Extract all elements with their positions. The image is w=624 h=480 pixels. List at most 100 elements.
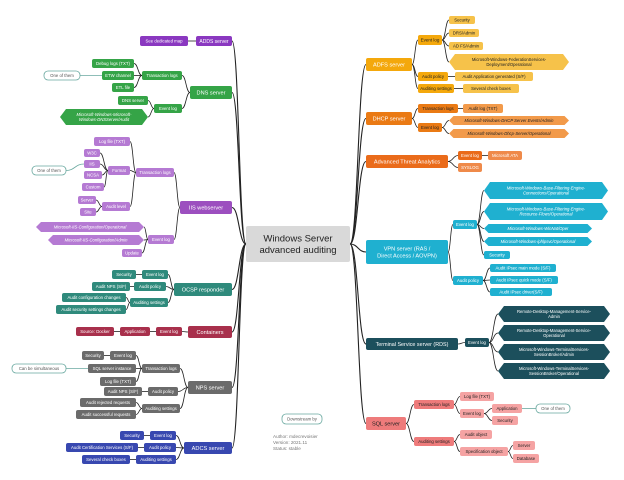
containers-event-log-label: Event log bbox=[160, 329, 179, 334]
adcs-event-log-label: Event log bbox=[154, 433, 173, 438]
nps-audit-policy: Audit policy bbox=[148, 387, 178, 396]
rds-server-label: Terminal Service server (RDS) bbox=[376, 342, 449, 348]
sql-srv-shape bbox=[513, 441, 535, 450]
iis-server-shape bbox=[180, 201, 232, 214]
ocsp-audit-policy-shape bbox=[134, 282, 166, 291]
vpn-audit-policy: Audit policy bbox=[453, 276, 483, 285]
adfs-app-generated: Audit Application generated (S/F) bbox=[455, 72, 533, 81]
iis-iis-shape bbox=[84, 160, 100, 168]
sql-transaction-logs-shape bbox=[414, 400, 454, 409]
iis-site-label: Site bbox=[84, 210, 92, 215]
vpn-security-shape bbox=[484, 251, 510, 259]
adcs-server-shape bbox=[184, 442, 232, 454]
adds-server: ADDS server bbox=[196, 36, 232, 46]
adds-see-map-label: See dedicated map bbox=[145, 39, 183, 44]
adfs-event-log: Event log bbox=[418, 35, 442, 45]
ata-event-log-shape bbox=[458, 151, 482, 160]
center-node-shape bbox=[246, 226, 350, 262]
containers-server-shape bbox=[188, 326, 232, 338]
nps-auditing-settings: Auditing settings bbox=[142, 404, 180, 413]
edge-adcs-server-adcs-auditing-settings bbox=[175, 447, 185, 460]
adfs-check-boxes-shape bbox=[463, 84, 519, 93]
adfs-server-shape bbox=[366, 58, 412, 71]
iis-config-admin-shape bbox=[48, 235, 144, 245]
dhcp-operational-label: Microsoft-Windows-Dhcp-Server/Operationa… bbox=[467, 131, 551, 136]
iis-one-of-them: One of them bbox=[31, 165, 67, 176]
ocsp-audit-nps: Audit NPS (S/F) bbox=[92, 282, 130, 291]
edge-iis-event-log-iis-config-oper bbox=[143, 226, 149, 240]
nps-server-shape bbox=[188, 381, 232, 394]
vpn-wfp-connection-shape bbox=[484, 182, 608, 199]
vpn-driver-shape bbox=[490, 288, 552, 296]
adcs-server: ADCS server bbox=[184, 442, 232, 454]
containers-source-docker-label: Source: Docker bbox=[80, 329, 110, 334]
iis-transaction-logs-label: Transaction logs bbox=[139, 170, 170, 175]
nps-simultaneous: Can be simultaneous bbox=[11, 363, 67, 374]
dhcp-operational: Microsoft-Windows-Dhcp-Server/Operationa… bbox=[449, 129, 569, 138]
dhcp-admin-label: Microsoft-Windows-DHCP Server Events/Adm… bbox=[465, 118, 555, 123]
iis-config-admin: Microsoft-IIS-Configuration/Admin bbox=[48, 235, 144, 245]
edge-ocsp-auditing-settings-ocsp-config-changes bbox=[125, 297, 131, 303]
nps-log-file-shape bbox=[100, 377, 136, 386]
adfs-app-generated-shape bbox=[455, 72, 533, 81]
sql-security-shape bbox=[492, 416, 518, 425]
adcs-security-shape bbox=[120, 431, 144, 440]
dns-etw-channel: ETW channel bbox=[102, 71, 134, 80]
adfs-auditing-settings: Auditing settings bbox=[418, 84, 454, 93]
iis-one-of-them-shape bbox=[31, 165, 67, 176]
adfs-auditing-settings-shape bbox=[418, 84, 454, 93]
ata-syslog: SYSLOG bbox=[458, 163, 482, 172]
nps-security: Security bbox=[82, 351, 104, 360]
edge-iis-server-iis-transaction-logs bbox=[173, 172, 181, 208]
edge-adfs-server-adfs-auditing-settings bbox=[411, 64, 419, 89]
nps-log-file-label: Log file (TXT) bbox=[105, 379, 132, 384]
ocsp-auditing-settings-label: Auditing settings bbox=[133, 300, 165, 305]
vpn-iphlpsvc-label: Microsoft-Windows-iphlpsvc/Operational bbox=[501, 239, 577, 244]
containers-application: Application bbox=[120, 327, 150, 336]
rds-server-shape bbox=[366, 338, 458, 350]
nps-log-file: Log file (TXT) bbox=[100, 377, 136, 386]
sql-specification-object-shape bbox=[460, 447, 508, 456]
edge-sql-auditing-settings-sql-specification-object bbox=[453, 441, 461, 452]
nps-sql-instance-label: SQL server instance bbox=[93, 366, 132, 371]
vpn-main-mode: Audit IPsec main mode (S/F) bbox=[490, 264, 556, 272]
sql-event-log: Event log bbox=[460, 409, 484, 418]
dns-dns-server-shape bbox=[118, 96, 148, 105]
nps-security-shape bbox=[82, 351, 104, 360]
ocsp-audit-nps-label: Audit NPS (S/F) bbox=[96, 284, 127, 289]
edge-dns-server-dns-transaction-logs bbox=[181, 75, 191, 93]
sql-one-of-them-label: One of them bbox=[541, 406, 565, 411]
dns-transaction-logs-shape bbox=[142, 71, 182, 80]
adfs-ad-fs-admin: AD FS/Admin bbox=[449, 42, 483, 50]
footer-downstream-shape bbox=[281, 413, 323, 425]
dns-event-log-shape bbox=[154, 104, 182, 113]
adcs-check-boxes-label: Several check boxes bbox=[86, 457, 126, 462]
nps-event-log-label: Event log bbox=[114, 353, 133, 358]
rds-mgmt-admin-shape bbox=[498, 306, 610, 322]
sql-security-label: Security bbox=[497, 418, 513, 423]
adfs-audit-policy-label: Audit policy bbox=[422, 74, 445, 79]
edge-ocsp-server-ocsp-audit-policy bbox=[165, 286, 175, 290]
adcs-auditing-settings-shape bbox=[136, 455, 176, 464]
ocsp-audit-policy: Audit policy bbox=[134, 282, 166, 291]
edge-rds-server-rds-event-log bbox=[457, 342, 466, 345]
iis-transaction-logs-shape bbox=[136, 168, 174, 177]
iis-event-log: Event log bbox=[148, 235, 174, 244]
iis-iis-label: IIS bbox=[89, 162, 94, 167]
edge-center-adds-server bbox=[231, 40, 247, 245]
edge-iis-server-iis-event-log bbox=[173, 207, 181, 240]
vpn-iphlpsvc-shape bbox=[484, 237, 592, 246]
edge-dns-server-dns-event-log bbox=[181, 92, 191, 109]
containers-application-shape bbox=[120, 327, 150, 336]
nps-successful: Audit successful requests bbox=[76, 410, 136, 419]
edge-adfs-server-adfs-event-log bbox=[411, 39, 419, 65]
ocsp-security-changes: Audit security settings changes bbox=[56, 305, 126, 314]
iis-srv-shape bbox=[78, 196, 96, 204]
sql-transaction-logs: Transaction logs bbox=[414, 400, 454, 409]
edge-adcs-server-adcs-event-log bbox=[175, 435, 185, 449]
dns-dns-server: DNS server bbox=[118, 96, 148, 105]
rds-server: Terminal Service server (RDS) bbox=[366, 338, 458, 350]
vpn-audit-policy-shape bbox=[453, 276, 483, 285]
edge-iis-transaction-logs-iis-audit-level bbox=[129, 172, 137, 207]
